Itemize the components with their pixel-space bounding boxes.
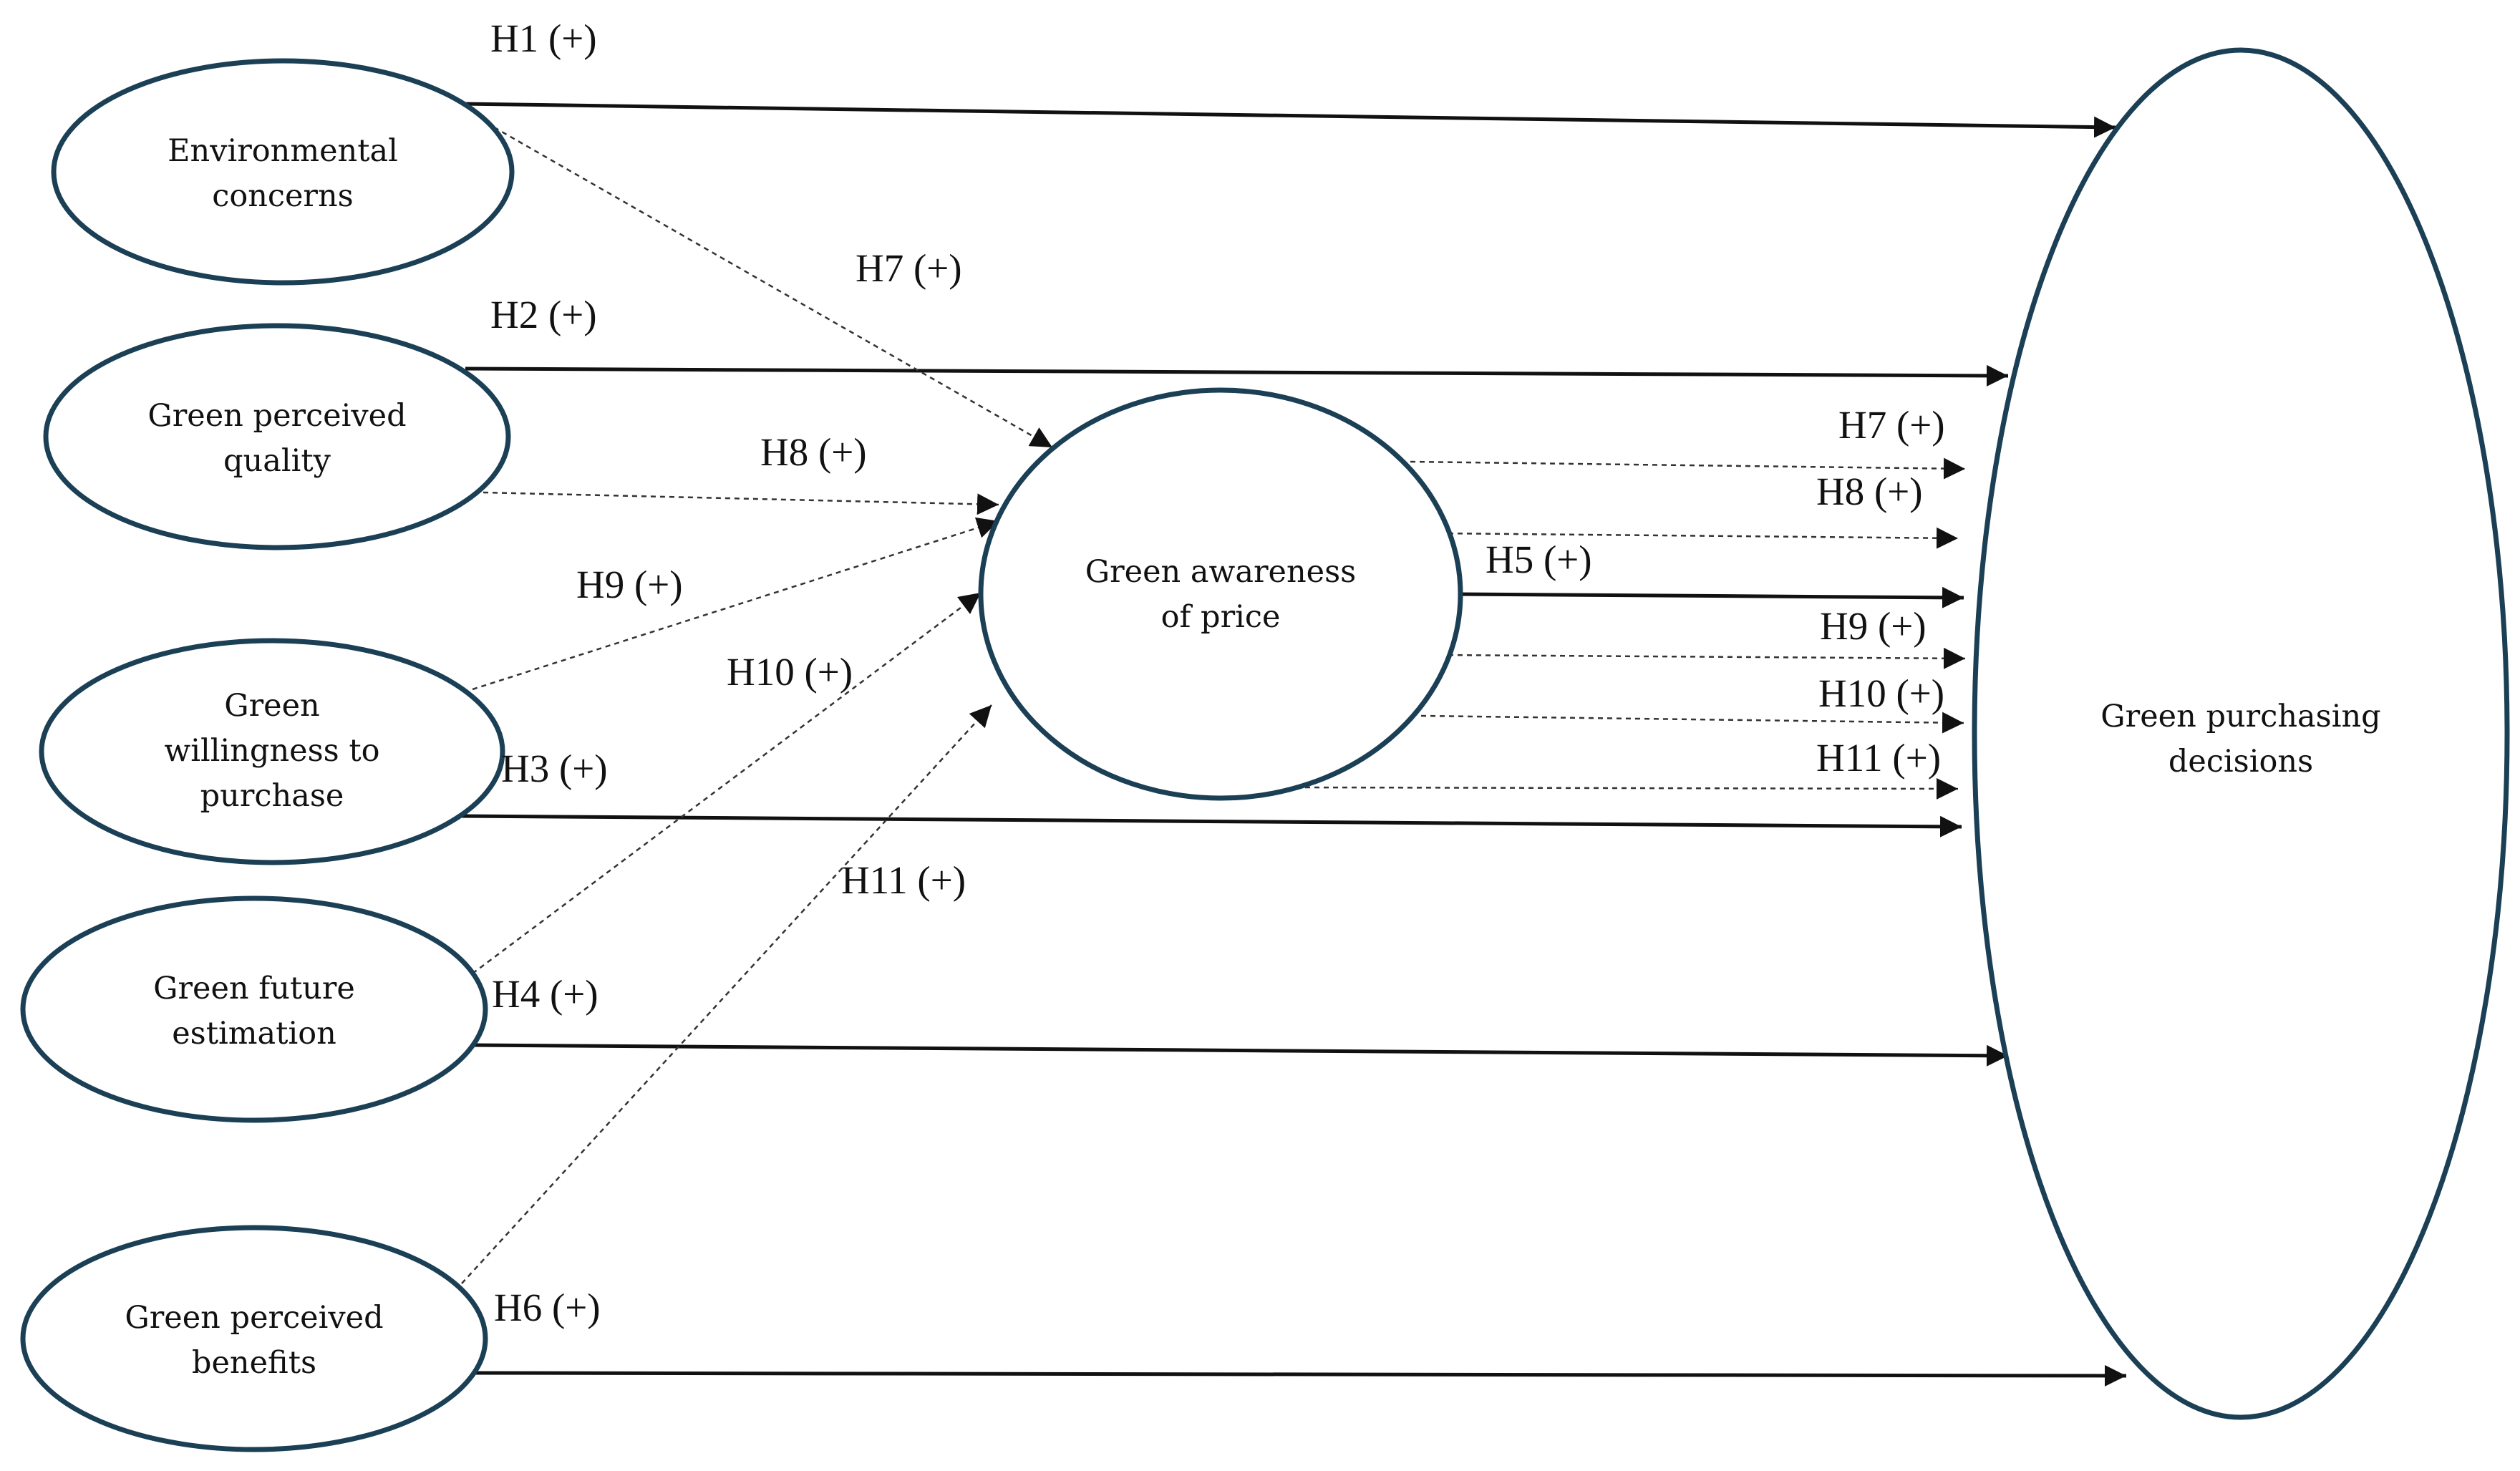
edge-h11-in xyxy=(461,704,992,1284)
node-label-line: Green perceived xyxy=(125,1300,383,1336)
node-label-line: Environmental xyxy=(168,133,398,169)
edge-h9-out xyxy=(1438,647,1966,669)
edge-h10-out xyxy=(1420,712,1964,734)
node-green-perceived-benefits: Green perceived benefits xyxy=(20,1225,488,1452)
edge-h8-out xyxy=(1438,527,1959,549)
edge-label-h7-in: H7 (+) xyxy=(856,246,962,290)
edge-label-h10-in: H10 (+) xyxy=(727,650,853,694)
node-label-line: decisions xyxy=(2168,744,2313,780)
edge-h5 xyxy=(1456,586,1964,608)
edge-label-h5: H5 (+) xyxy=(1486,538,1592,581)
edge-h4 xyxy=(472,1043,2009,1067)
edge-h2 xyxy=(465,364,2009,387)
node-green-awareness-of-price: Green awareness of price xyxy=(978,387,1463,801)
node-label-line: Green xyxy=(224,688,320,724)
edge-label-h1: H1 (+) xyxy=(490,16,597,60)
node-environmental-concerns: Environmental concerns xyxy=(51,58,515,286)
edge-label-h9-out: H9 (+) xyxy=(1820,604,1927,648)
edge-label-h4: H4 (+) xyxy=(492,972,598,1016)
node-green-perceived-quality: Green perceived quality xyxy=(43,323,511,550)
edge-label-h8-in: H8 (+) xyxy=(760,430,867,474)
edge-label-h8-out: H8 (+) xyxy=(1816,470,1923,513)
edge-h7-in xyxy=(461,107,1053,449)
edge-h7-out xyxy=(1410,457,1966,480)
node-green-willingness-to-purchase: Green willingness to purchase xyxy=(39,638,505,865)
node-label-line: willingness to xyxy=(164,733,379,769)
edge-h10-in xyxy=(472,591,982,975)
node-label-line: estimation xyxy=(172,1016,336,1052)
edge-h1 xyxy=(461,102,2116,138)
node-green-future-estimation: Green future estimation xyxy=(20,895,488,1123)
edge-label-h11-out: H11 (+) xyxy=(1816,736,1941,780)
edge-label-h10-out: H10 (+) xyxy=(1818,671,1944,715)
edge-label-h7-out: H7 (+) xyxy=(1838,403,1945,447)
edge-h9-in xyxy=(472,517,999,691)
edge-label-h9-in: H9 (+) xyxy=(576,563,683,606)
node-label-line: benefits xyxy=(192,1345,316,1381)
node-label-line: concerns xyxy=(212,178,354,214)
edge-h8-in xyxy=(483,491,999,515)
edge-label-h6: H6 (+) xyxy=(494,1286,601,1329)
edge-h3 xyxy=(461,814,1962,838)
edge-label-h3: H3 (+) xyxy=(501,747,608,790)
node-label-line: Green awareness xyxy=(1085,554,1357,590)
edge-label-h2: H2 (+) xyxy=(490,293,597,336)
node-label-line: Green perceived xyxy=(147,398,406,434)
edge-h11-out xyxy=(1295,777,1959,800)
node-label-line: Green purchasing xyxy=(2100,699,2380,734)
node-green-purchasing-decisions: Green purchasing decisions xyxy=(1972,47,2510,1420)
node-label-line: of price xyxy=(1161,599,1281,635)
node-label-line: purchase xyxy=(200,778,344,814)
edge-label-h11-in: H11 (+) xyxy=(841,858,966,902)
node-label-line: quality xyxy=(223,443,331,479)
node-label-line: Green future xyxy=(153,971,355,1006)
edge-h6 xyxy=(472,1364,2127,1387)
